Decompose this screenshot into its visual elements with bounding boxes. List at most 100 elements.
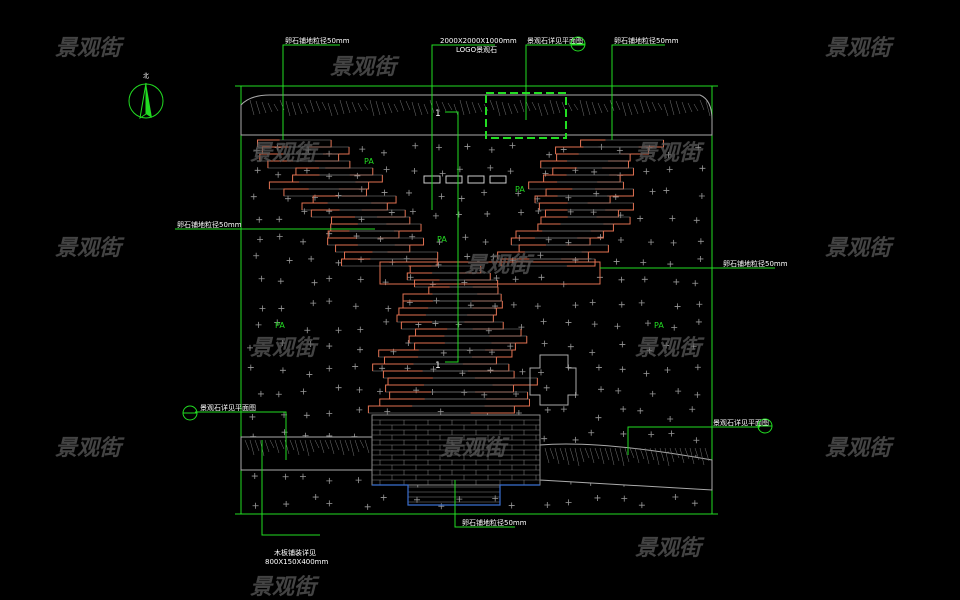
- gravel-mark: [697, 255, 704, 262]
- hatch-line: [329, 439, 335, 455]
- watermarks: 景观街景观街景观街景观街景观街景观街景观街景观街景观街景观街景观街景观街景观街景…: [55, 36, 895, 600]
- stone-edge: [349, 168, 374, 176]
- section-symbol-icon: [757, 418, 773, 434]
- stone-edge: [387, 245, 411, 253]
- hatch-line: [603, 103, 609, 113]
- gravel-mark: [695, 144, 702, 151]
- gravel-mark: [692, 280, 699, 287]
- gravel-mark: [379, 365, 386, 372]
- gravel-mark: [356, 406, 363, 413]
- gravel-mark: [595, 364, 602, 371]
- gravel-mark: [589, 299, 596, 306]
- gravel-mark: [305, 147, 312, 154]
- gravel-mark: [591, 168, 598, 175]
- annotation: 卵石铺地粒径50mm: [723, 259, 788, 268]
- gravel-mark: [357, 276, 364, 283]
- stone-edge: [544, 209, 568, 217]
- stone-edge: [393, 224, 422, 232]
- gravel-mark: [301, 208, 308, 215]
- hatch-line: [559, 447, 565, 461]
- hatch-line: [249, 99, 255, 116]
- hatch-line: [585, 100, 591, 116]
- annotation: 卵石铺地粒径50mm: [462, 518, 527, 527]
- hatch-line: [279, 439, 285, 450]
- gravel-mark: [326, 410, 333, 417]
- paving-stone: [295, 167, 374, 176]
- hatch-line: [619, 447, 625, 467]
- gravel-mark: [672, 494, 679, 501]
- gravel-mark: [490, 253, 497, 260]
- gravel-mark: [492, 495, 499, 502]
- stone-edge: [331, 216, 356, 224]
- hatch-line: [363, 103, 369, 111]
- gravel-mark: [509, 142, 516, 149]
- bench-blocks: [423, 175, 507, 184]
- stone-edge: [330, 223, 358, 231]
- stone-edge: [596, 210, 619, 218]
- paving-stone: [396, 314, 494, 323]
- gravel-mark: [621, 495, 628, 502]
- hatch-line: [684, 447, 690, 460]
- gravel-mark: [572, 436, 579, 443]
- gravel-mark: [455, 211, 462, 218]
- section-cut-line: [445, 111, 459, 363]
- gravel-mark: [439, 170, 446, 177]
- gravel-mark: [619, 366, 626, 373]
- annotation: 卵石铺地粒径50mm: [177, 220, 242, 229]
- hatch-line: [304, 439, 310, 457]
- gravel-mark: [669, 215, 676, 222]
- paving-stone: [540, 160, 629, 169]
- hatch-bottom-lines: [244, 439, 710, 467]
- hatch-line: [507, 102, 513, 115]
- landscape-rock: [529, 354, 577, 406]
- gravel-mark: [694, 391, 701, 398]
- stone-edge: [474, 371, 515, 379]
- gravel-mark: [648, 239, 655, 246]
- hatch-line: [309, 439, 315, 453]
- gravel-mark: [326, 173, 333, 180]
- paving-stone: [385, 384, 514, 393]
- hatch-line: [604, 447, 610, 461]
- gravel-mark: [546, 151, 553, 158]
- gravel-mark: [440, 349, 447, 356]
- gravel-mark: [356, 386, 363, 393]
- gravel-mark: [691, 500, 698, 507]
- gravel-mark: [326, 365, 333, 372]
- gravel-mark: [306, 371, 313, 378]
- hatch-line: [651, 101, 657, 112]
- hatch-line: [597, 102, 603, 114]
- annotation: 2000X2000X1000mm: [440, 37, 517, 45]
- water-edge: [372, 484, 540, 506]
- gravel-mark: [648, 431, 655, 438]
- section-symbol-icon: [570, 36, 586, 52]
- stone-edge: [382, 370, 423, 378]
- gravel-mark: [404, 365, 411, 372]
- hatch-line: [689, 447, 695, 465]
- gravel-mark: [433, 297, 440, 304]
- gravel-mark: [484, 210, 491, 217]
- annotation: 800X150X400mm: [265, 558, 328, 566]
- gravel-mark: [277, 278, 284, 285]
- stone-edge: [472, 322, 504, 330]
- hatch-line: [314, 439, 320, 449]
- hatch-line: [321, 101, 327, 111]
- stone-edge: [518, 244, 546, 252]
- gravel-mark: [541, 435, 548, 442]
- paving-stone: [311, 209, 406, 218]
- paving-band: [379, 261, 601, 285]
- plant-label: PA: [515, 185, 525, 194]
- gravel-mark: [384, 408, 391, 415]
- stone-edge: [372, 363, 414, 371]
- gravel-mark: [487, 367, 494, 374]
- paving-stone: [543, 174, 621, 183]
- hatch-line: [254, 439, 260, 452]
- gravel-mark: [257, 390, 264, 397]
- stone-edge: [590, 224, 614, 232]
- gravel-mark: [388, 209, 395, 216]
- gravel-mark: [482, 238, 489, 245]
- deck-planks: [372, 419, 540, 503]
- hatch-line: [369, 99, 375, 117]
- gravel-mark: [255, 321, 262, 328]
- watermark: 景观街: [330, 55, 400, 80]
- north-arrow-icon: 北: [128, 72, 164, 120]
